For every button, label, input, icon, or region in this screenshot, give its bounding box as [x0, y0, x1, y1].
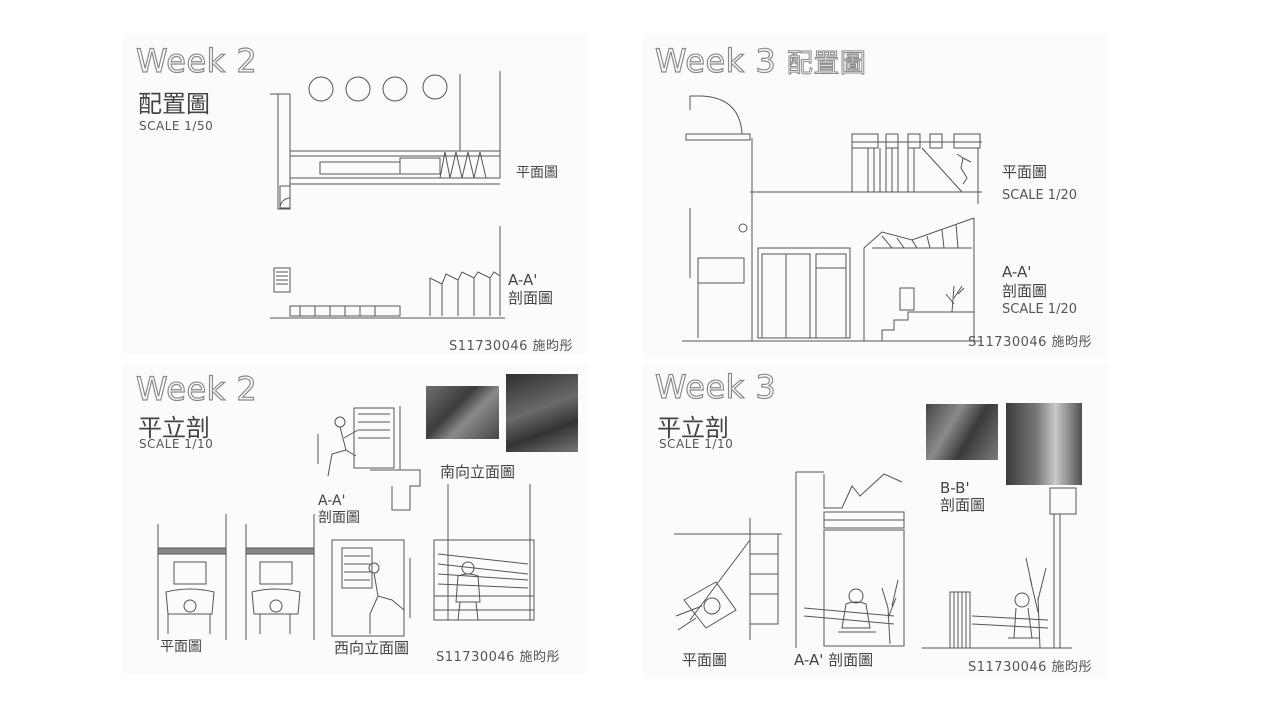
panel3-west-elevation-drawing: [330, 538, 420, 638]
panel2-plan-drawing: [682, 92, 992, 212]
panel3-plan-drawing-2: [240, 514, 320, 644]
panel1-plan-label: 平面圖: [516, 165, 558, 181]
panel2-section-line-label: A-A': [1002, 263, 1032, 281]
panel4-scale: SCALE 1/10: [659, 437, 734, 451]
panel2-title-cjk: 配置圖: [786, 49, 867, 80]
panel4-photo-2: [1006, 403, 1082, 485]
panel2-student-id: S11730046 施昀彤: [968, 335, 1093, 350]
panel4-aa-section-label: A-A' 剖面圖: [794, 651, 874, 669]
panel2-title-week: Week 3: [654, 41, 777, 80]
panel2-section-label: 剖面圖: [1002, 282, 1048, 300]
panel3-south-label: 南向立面圖: [440, 463, 516, 481]
panel4-title: Week 3: [654, 367, 777, 406]
panel2-title: Week 3 配置圖: [654, 41, 867, 80]
panel3-west-label: 西向立面圖: [334, 639, 410, 657]
panel-week3-site-plan: [642, 34, 1108, 358]
panel3-aa-section-label: 剖面圖: [318, 510, 360, 526]
panel1-plan-drawing: [260, 66, 510, 216]
panel3-subtitle: 平立剖: [138, 414, 210, 442]
panel4-student-id: S11730046 施昀彤: [968, 660, 1093, 675]
panel2-section-drawing: [682, 208, 992, 343]
panel-week2-site-plan: [122, 34, 588, 354]
panel4-bb-line-label: B-B': [940, 479, 970, 497]
panel3-plan-drawing-1: [150, 514, 240, 644]
panel3-photo-2: [506, 374, 578, 452]
panel1-subtitle: 配置圖: [138, 90, 210, 118]
panel3-aa-section-drawing: [310, 404, 420, 514]
panel1-section-label: 剖面圖: [508, 289, 554, 307]
panel1-scale: SCALE 1/50: [139, 119, 214, 133]
panel1-title: Week 2: [135, 41, 258, 80]
panel3-title: Week 2: [135, 369, 258, 408]
panel1-section-drawing: [270, 226, 510, 321]
panel4-bb-section-label: 剖面圖: [940, 496, 986, 514]
panel3-scale: SCALE 1/10: [139, 437, 214, 451]
panel4-plan-label: 平面圖: [682, 651, 728, 669]
panel3-photo-1: [426, 386, 499, 439]
panel4-bb-section-drawing: [922, 488, 1082, 650]
panel3-aa-line-label: A-A': [318, 493, 346, 509]
panel2-section-scale: SCALE 1/20: [1002, 302, 1078, 317]
panel4-plan-drawing: [666, 510, 786, 642]
panel4-subtitle: 平立剖: [657, 414, 729, 442]
panel4-aa-section-drawing: [794, 468, 906, 650]
panel1-student-id: S11730046 施昀彤: [449, 339, 574, 354]
panel3-student-id: S11730046 施昀彤: [436, 650, 561, 665]
panel3-plan-label: 平面圖: [160, 639, 202, 655]
panel2-plan-label: 平面圖: [1002, 163, 1048, 181]
panel3-south-elevation-drawing: [428, 484, 538, 636]
panel4-photo-1: [926, 404, 998, 460]
panel2-plan-scale: SCALE 1/20: [1002, 188, 1078, 203]
panel1-section-line-label: A-A': [508, 271, 538, 289]
